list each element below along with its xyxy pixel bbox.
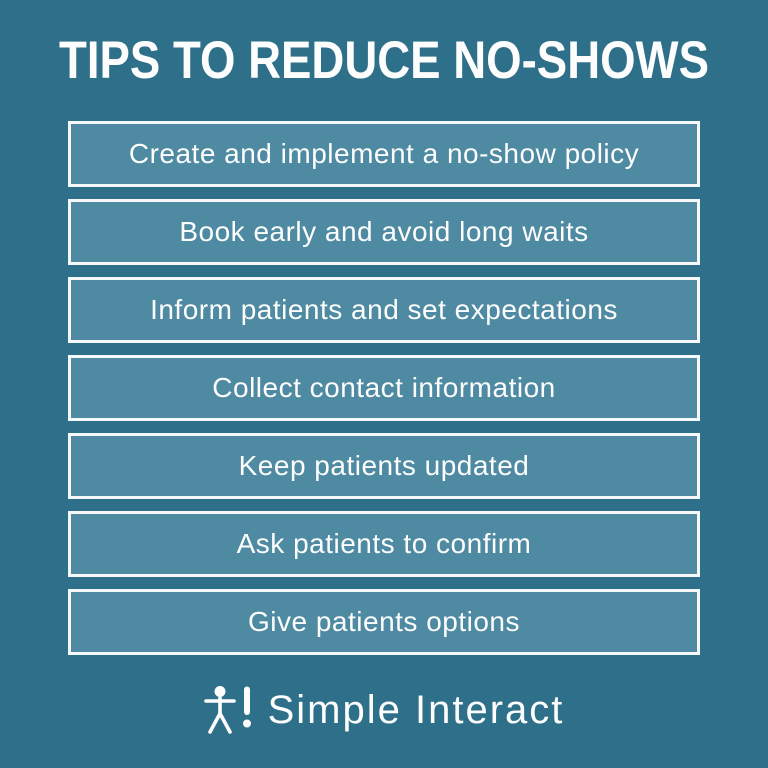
tip-box-3: Inform patients and set expectations xyxy=(68,277,700,343)
brand-footer: Simple Interact xyxy=(0,685,768,735)
tip-box-1: Create and implement a no-show policy xyxy=(68,121,700,187)
tip-box-7: Give patients options xyxy=(68,589,700,655)
brand-name: Simple Interact xyxy=(267,688,565,732)
stick-figure-exclamation-icon xyxy=(203,685,256,735)
tip-label-4: Collect contact information xyxy=(212,372,556,403)
tip-label-1: Create and implement a no-show policy xyxy=(128,138,640,169)
tip-box-4: Collect contact information xyxy=(68,355,700,421)
tip-box-2: Book early and avoid long waits xyxy=(68,199,700,265)
tip-box-6: Ask patients to confirm xyxy=(68,511,700,577)
tip-label-6: Ask patients to confirm xyxy=(236,528,532,559)
tip-label-2: Book early and avoid long waits xyxy=(179,216,589,247)
page-title: TIPS TO REDUCE NO-SHOWS xyxy=(59,31,709,90)
tip-box-5: Keep patients updated xyxy=(68,433,700,499)
tip-label-7: Give patients options xyxy=(248,606,520,637)
tip-label-3: Inform patients and set expectations xyxy=(150,294,618,325)
tip-label-5: Keep patients updated xyxy=(238,450,530,481)
tips-list: Create and implement a no-show policy Bo… xyxy=(68,121,700,655)
